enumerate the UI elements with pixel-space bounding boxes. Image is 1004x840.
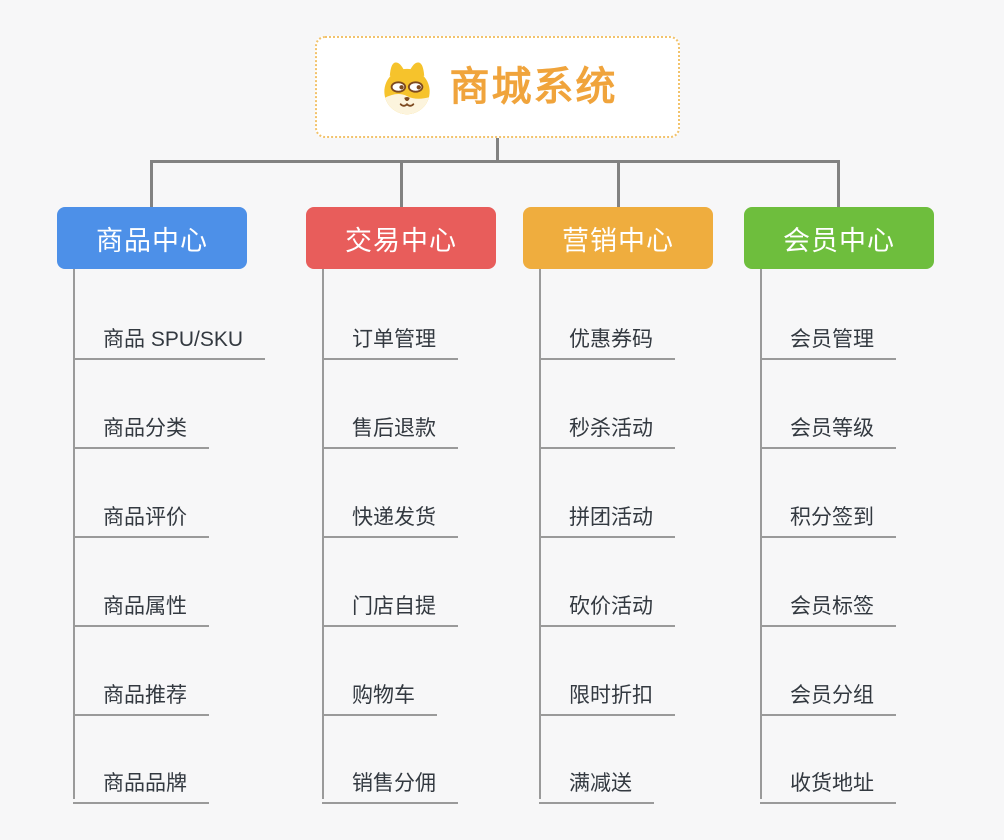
root-title: 商城系统 bbox=[449, 65, 618, 109]
leaf-item[interactable]: 商品品牌 bbox=[73, 757, 209, 804]
leaf-item[interactable]: 商品推荐 bbox=[73, 669, 209, 716]
branch-node-marketing[interactable]: 营销中心 bbox=[523, 207, 713, 269]
leaf-item[interactable]: 会员分组 bbox=[760, 669, 896, 716]
connector-trunk bbox=[73, 269, 75, 799]
leaf-item[interactable]: 砍价活动 bbox=[539, 580, 675, 627]
leaf-item[interactable]: 订单管理 bbox=[322, 313, 458, 360]
branch-node-products[interactable]: 商品中心 bbox=[57, 207, 247, 269]
leaf-item[interactable]: 满减送 bbox=[539, 757, 654, 804]
leaf-item[interactable]: 会员等级 bbox=[760, 402, 896, 449]
leaf-item[interactable]: 会员管理 bbox=[760, 313, 896, 360]
connector-trunk bbox=[760, 269, 762, 799]
leaf-item[interactable]: 秒杀活动 bbox=[539, 402, 675, 449]
branch-column-marketing: 营销中心 优惠券码 秒杀活动 拼团活动 砍价活动 限时折扣 满减送 bbox=[523, 207, 713, 804]
branch-node-trade[interactable]: 交易中心 bbox=[306, 207, 496, 269]
connector-rail bbox=[150, 160, 840, 163]
leaf-item[interactable]: 购物车 bbox=[322, 669, 437, 716]
connector-drop-1 bbox=[150, 160, 153, 208]
leaf-item[interactable]: 商品评价 bbox=[73, 491, 209, 538]
leaf-item[interactable]: 商品属性 bbox=[73, 580, 209, 627]
leaf-item[interactable]: 会员标签 bbox=[760, 580, 896, 627]
leaf-item[interactable]: 销售分佣 bbox=[322, 757, 458, 804]
leaf-item[interactable]: 售后退款 bbox=[322, 402, 458, 449]
dog-icon bbox=[383, 62, 430, 115]
leaf-item[interactable]: 收货地址 bbox=[760, 757, 896, 804]
root-node[interactable]: 商城系统 bbox=[315, 36, 680, 138]
connector-trunk bbox=[539, 269, 541, 799]
leaf-item[interactable]: 商品分类 bbox=[73, 402, 209, 449]
connector-trunk bbox=[322, 269, 324, 799]
connector-drop-3 bbox=[617, 160, 620, 208]
leaf-item[interactable]: 拼团活动 bbox=[539, 491, 675, 538]
leaf-item[interactable]: 积分签到 bbox=[760, 491, 896, 538]
connector-drop-4 bbox=[837, 160, 840, 208]
connector-drop-2 bbox=[400, 160, 403, 208]
leaf-item[interactable]: 限时折扣 bbox=[539, 669, 675, 716]
leaf-item[interactable]: 门店自提 bbox=[322, 580, 458, 627]
branch-column-members: 会员中心 会员管理 会员等级 积分签到 会员标签 会员分组 收货地址 bbox=[744, 207, 934, 804]
branch-column-trade: 交易中心 订单管理 售后退款 快递发货 门店自提 购物车 销售分佣 bbox=[306, 207, 496, 804]
branch-column-products: 商品中心 商品 SPU/SKU 商品分类 商品评价 商品属性 商品推荐 商品品牌 bbox=[57, 207, 266, 804]
leaf-item[interactable]: 优惠券码 bbox=[539, 313, 675, 360]
branch-node-members[interactable]: 会员中心 bbox=[744, 207, 934, 269]
leaf-item[interactable]: 快递发货 bbox=[322, 491, 458, 538]
leaf-item[interactable]: 商品 SPU/SKU bbox=[73, 313, 266, 360]
connector-root-stem bbox=[496, 138, 499, 162]
